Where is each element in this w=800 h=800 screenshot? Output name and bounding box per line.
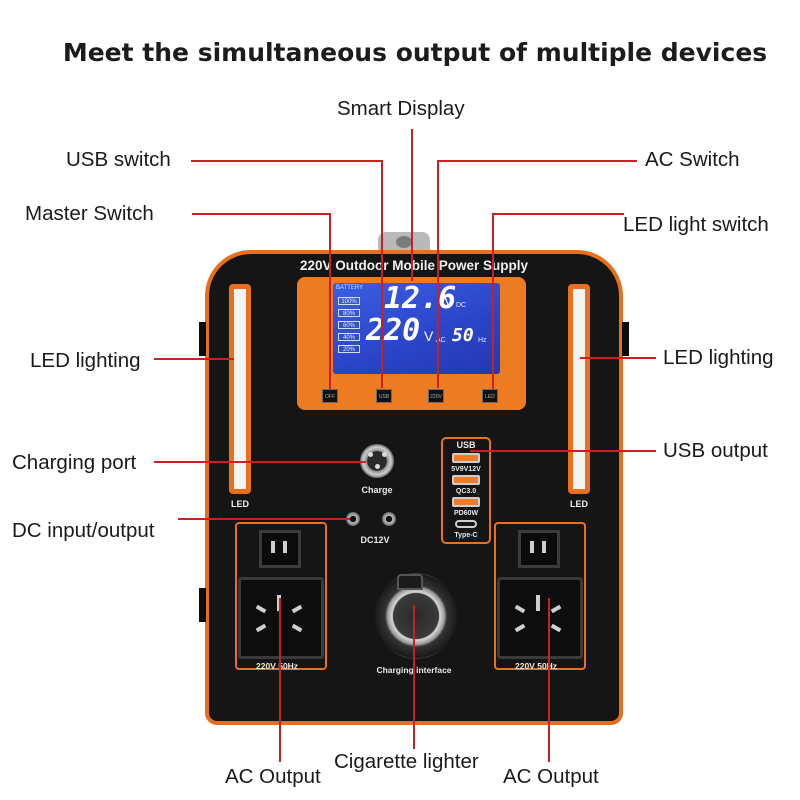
- dc-voltage-unit: V: [444, 293, 454, 309]
- leader-line: [492, 213, 624, 215]
- port-pin: [375, 464, 380, 469]
- leader-line: [413, 605, 415, 749]
- callout-ac-output-left: AC Output: [225, 765, 321, 788]
- usb-heading: USB: [456, 440, 476, 450]
- leader-line: [329, 213, 331, 389]
- battery-bar: 60%: [338, 321, 360, 329]
- battery-bar: 20%: [338, 345, 360, 353]
- lcd-screen: [333, 283, 500, 374]
- usb-panel: [441, 437, 491, 544]
- ac-outlet-panel-left: [235, 522, 327, 670]
- port-pin: [368, 452, 373, 457]
- usb-a-port-icon: [452, 453, 480, 463]
- port-pin: [382, 452, 387, 457]
- led-label-left: LED: [231, 499, 249, 509]
- ac-voltage-unit: V: [424, 328, 434, 344]
- socket-slot: [271, 541, 275, 553]
- callout-charging-port: Charging port: [12, 451, 137, 474]
- battery-bar: 100%: [338, 297, 360, 305]
- battery-bar: 40%: [338, 333, 360, 341]
- leader-line: [279, 598, 281, 762]
- socket-icon: [259, 530, 301, 568]
- ac-voltage-readout: 220: [366, 313, 421, 348]
- side-latch: [622, 322, 629, 356]
- socket-slot: [530, 541, 534, 553]
- side-latch: [199, 588, 206, 622]
- leader-line: [437, 160, 637, 162]
- usb-a-port-icon: [452, 497, 480, 507]
- socket-slot: [283, 541, 287, 553]
- leader-line: [411, 129, 413, 281]
- leader-line: [492, 213, 494, 389]
- socket-icon: [518, 530, 560, 568]
- usb-a-port-icon: [452, 475, 480, 485]
- callout-led-light-switch: LED light switch: [623, 213, 769, 236]
- page-title: Meet the simultaneous output of multiple…: [62, 38, 768, 67]
- socket-slot: [536, 595, 540, 611]
- outlet-label-left: 220V 50Hz: [256, 661, 299, 671]
- led-label-right: LED: [570, 499, 588, 509]
- leader-line: [191, 160, 382, 162]
- dc-label: DC12V: [360, 535, 390, 545]
- usb-c-port-icon: [455, 520, 477, 528]
- leader-line: [154, 358, 234, 360]
- side-latch: [199, 322, 206, 356]
- dc-label: DC: [456, 302, 467, 309]
- leader-line: [381, 160, 383, 388]
- ac-switch-button[interactable]: 220V: [428, 389, 444, 403]
- leader-line: [437, 160, 439, 388]
- callout-master-switch: Master Switch: [25, 202, 154, 225]
- usb-port-label: PD60W: [453, 510, 479, 517]
- device-name: 220V Outdoor Mobile Power Supply: [299, 258, 529, 273]
- socket-icon: [238, 577, 324, 659]
- callout-usb-output: USB output: [663, 439, 768, 462]
- leader-line: [470, 450, 656, 452]
- master-switch-button[interactable]: OFF: [322, 389, 338, 403]
- callout-smart-display: Smart Display: [337, 97, 465, 120]
- led-light-right: [568, 284, 590, 494]
- ac-outlet-panel-right: [494, 522, 586, 670]
- led-light-left: [229, 284, 251, 494]
- usb-switch-button[interactable]: USB: [376, 389, 392, 403]
- dc-port-icon: [346, 512, 360, 526]
- lighter-cap: [397, 574, 423, 590]
- usb-port-label: Type-C: [454, 532, 478, 539]
- leader-line: [548, 598, 550, 762]
- ac-label: AC: [436, 337, 446, 344]
- outlet-label-right: 220V 50Hz: [515, 661, 558, 671]
- dc-port-icon: [382, 512, 396, 526]
- callout-ac-switch: AC Switch: [645, 148, 740, 171]
- callout-ac-output-right: AC Output: [503, 765, 599, 788]
- frequency-readout: 50: [452, 325, 474, 346]
- usb-port-label: 5V9V12V: [451, 466, 481, 473]
- charge-label: Charge: [361, 485, 393, 495]
- dc-voltage-readout: 12.6: [384, 281, 457, 316]
- frequency-unit: Hz: [478, 337, 487, 344]
- battery-bar: 80%: [338, 309, 360, 317]
- socket-icon: [497, 577, 583, 659]
- carry-handle: [378, 232, 430, 254]
- socket-slot: [542, 541, 546, 553]
- callout-cigarette-lighter: Cigarette lighter: [334, 750, 479, 773]
- callout-usb-switch: USB switch: [66, 148, 171, 171]
- led-switch-button[interactable]: LED: [482, 389, 498, 403]
- callout-dc-input-output: DC input/output: [12, 519, 155, 542]
- leader-line: [154, 461, 366, 463]
- battery-label: BATTERY: [336, 285, 364, 291]
- usb-port-label: QC3.0: [455, 488, 477, 495]
- callout-led-lighting-right: LED lighting: [663, 346, 774, 369]
- leader-line: [580, 357, 656, 359]
- leader-line: [178, 518, 350, 520]
- callout-led-lighting-left: LED lighting: [30, 349, 141, 372]
- leader-line: [192, 213, 331, 215]
